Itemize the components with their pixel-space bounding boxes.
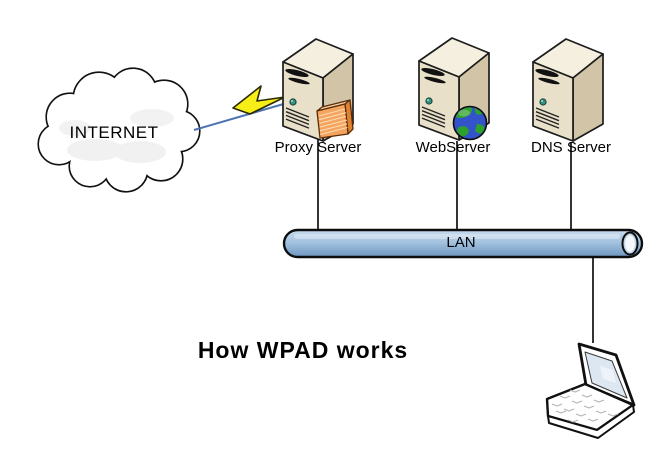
cloud-proxy-link-line <box>193 102 288 131</box>
globe-icon <box>452 105 488 141</box>
lan-drop-lines <box>317 138 572 232</box>
internet-cloud-icon <box>37 67 201 193</box>
firewall-brick-icon <box>316 99 354 139</box>
dns-server-label: DNS Server <box>530 139 612 156</box>
laptop-icon <box>545 342 636 439</box>
lan-pipe-icon <box>282 228 644 259</box>
page-title: How WPAD works <box>197 337 409 363</box>
lan-label: LAN <box>446 234 476 251</box>
dns-server-icon <box>532 38 604 142</box>
web-server-label: WebServer <box>415 139 491 156</box>
lightning-bolt-icon <box>232 85 286 115</box>
proxy-server-label: Proxy Server <box>274 139 362 156</box>
internet-label: INTERNET <box>69 123 159 142</box>
